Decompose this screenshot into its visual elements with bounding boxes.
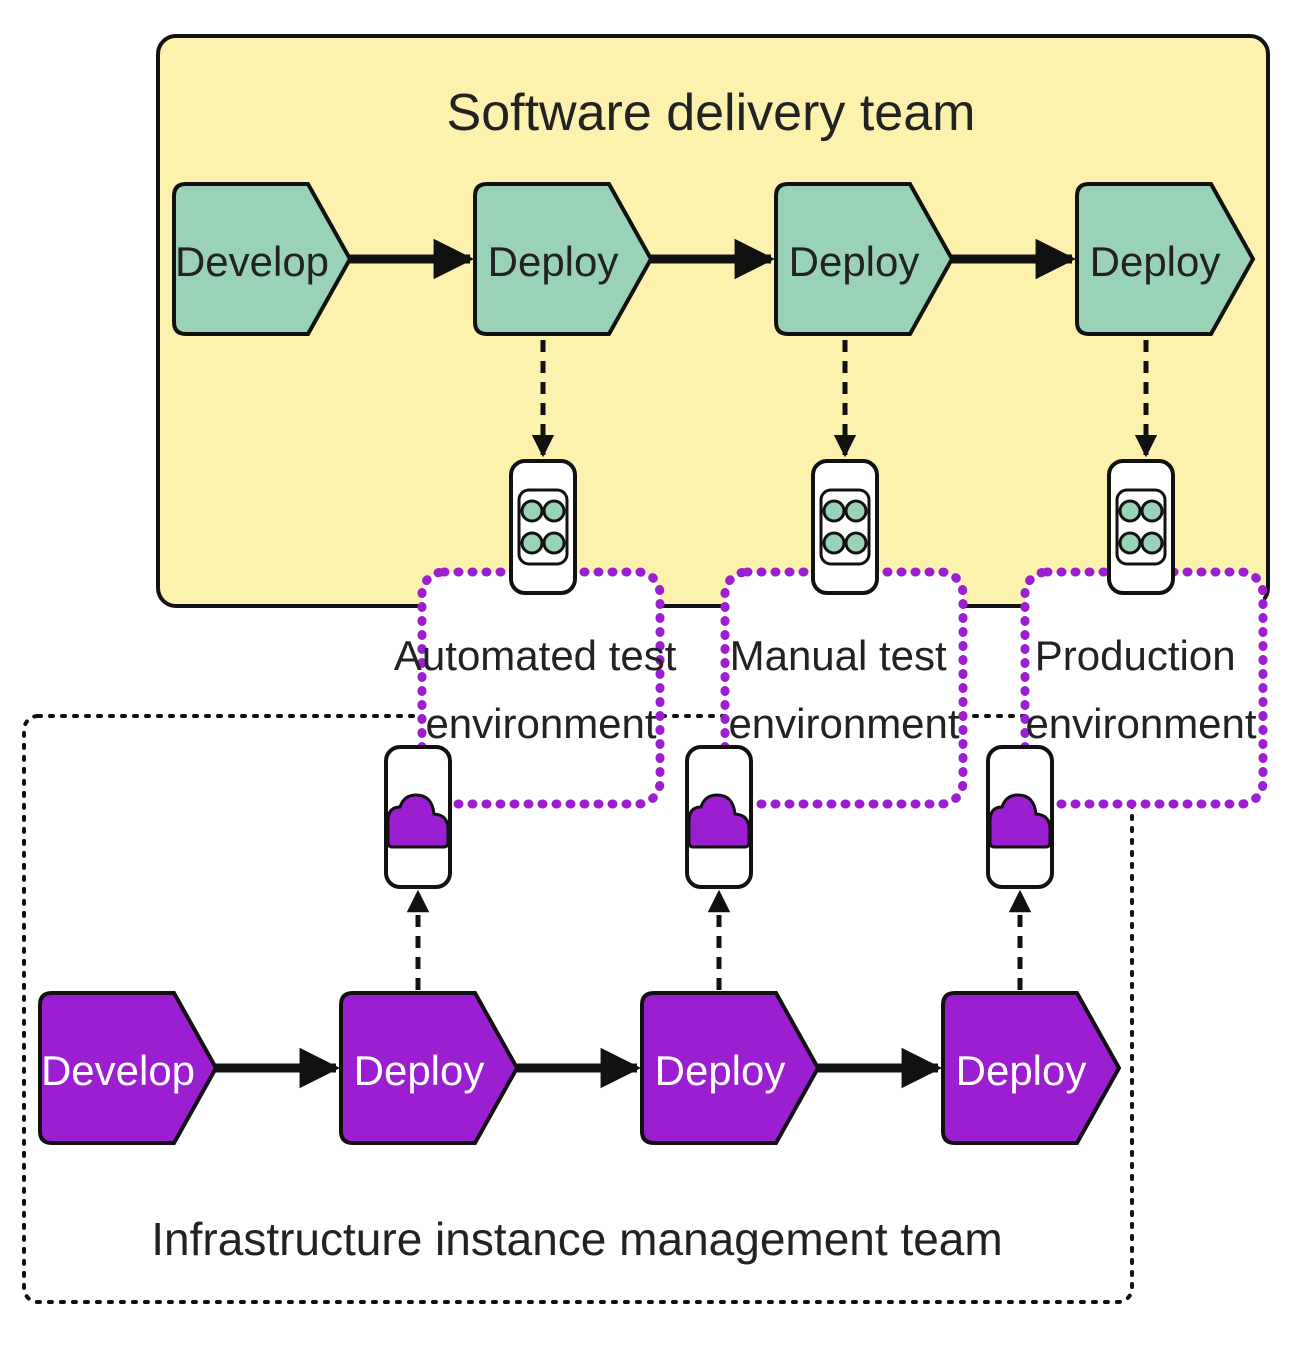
app-cluster-icon — [509, 459, 577, 595]
software-stage-deploy: Deploy — [1075, 182, 1256, 336]
software-stage-deploy: Deploy — [473, 182, 654, 336]
software-stage-develop: Develop — [172, 182, 353, 336]
stage-label: Deploy — [789, 238, 920, 285]
cloud-icon — [986, 745, 1054, 889]
software-team-area — [156, 34, 1270, 608]
environment-label: Manual test environment — [728, 632, 959, 747]
environment-label: Production environment — [1025, 632, 1256, 747]
software-stage-deploy: Deploy — [774, 182, 955, 336]
app-cluster-icon — [811, 459, 879, 595]
stage-label: Deploy — [1090, 238, 1221, 285]
environment-manual-test: Manual test environment — [720, 567, 968, 809]
infra-stage-deploy: Deploy — [640, 991, 821, 1145]
stage-label: Develop — [175, 238, 329, 285]
cloud-icon — [384, 745, 452, 889]
stage-label: Develop — [41, 1047, 195, 1094]
infra-stage-deploy: Deploy — [941, 991, 1122, 1145]
stage-label: Deploy — [354, 1047, 485, 1094]
software-team-title: Software delivery team — [447, 84, 976, 142]
stage-label: Deploy — [956, 1047, 1087, 1094]
stage-label: Deploy — [488, 238, 619, 285]
infra-stage-develop: Develop — [38, 991, 219, 1145]
infra-stage-deploy: Deploy — [339, 991, 520, 1145]
environment-production: Production environment — [1020, 567, 1268, 809]
stage-label: Deploy — [655, 1047, 786, 1094]
app-cluster-icon — [1107, 459, 1175, 595]
cloud-icon — [685, 745, 753, 889]
environment-label: Automated test environment — [394, 632, 688, 747]
infra-team-title: Infrastructure instance management team — [151, 1213, 1002, 1265]
